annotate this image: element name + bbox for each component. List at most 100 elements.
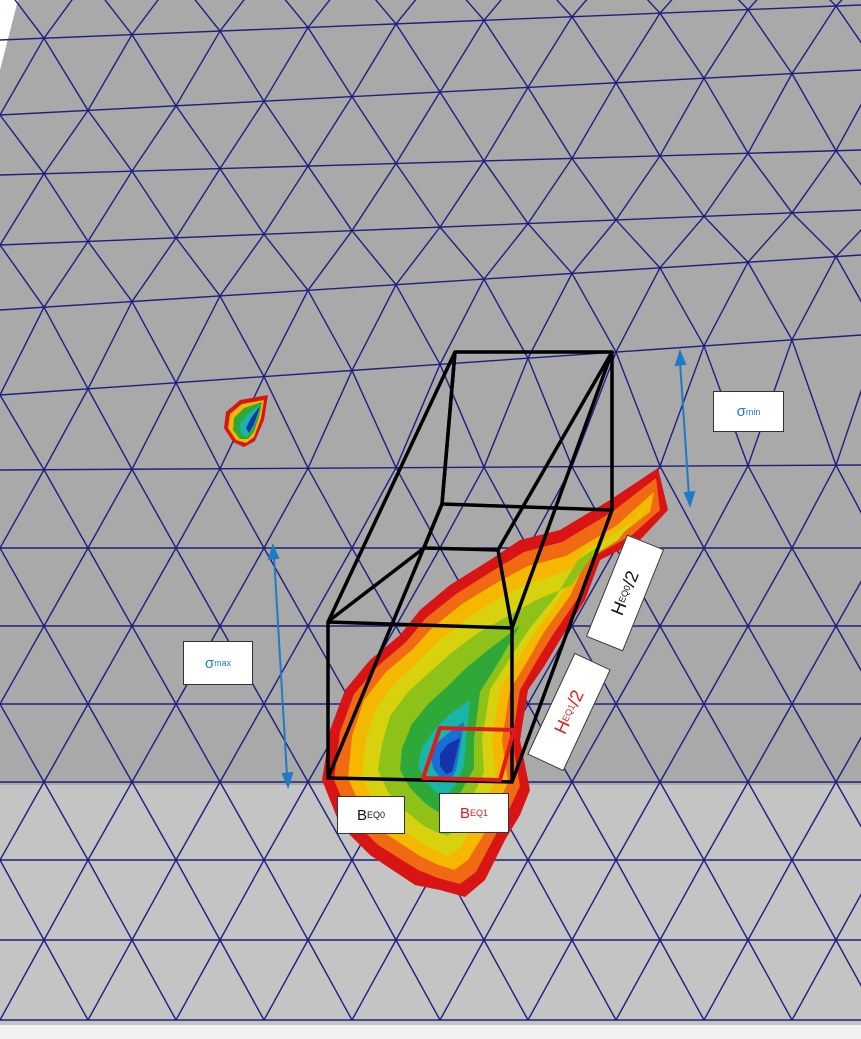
mesh-diagonal-line <box>219 295 265 377</box>
box-inner-mid <box>423 546 499 552</box>
mesh-diagonal-line <box>747 0 758 11</box>
mesh-diagonal-line <box>571 0 588 18</box>
mesh-diagonal-line <box>0 781 45 861</box>
mesh-diagonal-line <box>835 939 861 987</box>
mesh-diagonal-line <box>659 215 705 269</box>
mesh-diagonal-line <box>87 625 133 705</box>
mesh-diagonal-line <box>351 939 397 1021</box>
mesh-diagonal-line <box>835 580 861 627</box>
sigma-max-subscript: max <box>214 658 232 668</box>
mesh-diagonal-line <box>131 703 177 783</box>
mesh-diagonal-line <box>351 96 397 164</box>
mesh-diagonal-line <box>659 267 705 347</box>
mesh-diagonal-line <box>43 173 89 242</box>
mesh-diagonal-line <box>0 469 45 549</box>
mesh-diagonal-line <box>703 465 749 549</box>
mesh-diagonal-line <box>263 27 309 102</box>
mesh-diagonal-line <box>219 168 265 235</box>
mesh-diagonal-line <box>219 100 265 169</box>
equivalent-box-eq1 <box>421 726 516 782</box>
mesh-diagonal-line <box>307 0 331 28</box>
mesh-diagonal-line <box>43 859 89 941</box>
mesh-diagonal-line <box>0 859 45 941</box>
mesh-diagonal-line <box>175 168 221 239</box>
mesh-diagonal-line <box>87 939 133 1021</box>
mesh-diagonal-line <box>175 237 221 297</box>
mesh-diagonal-line <box>835 464 861 514</box>
mesh-diagonal-line <box>659 781 705 861</box>
contour-band-darkblue <box>440 738 460 774</box>
mesh-diagonal-line <box>263 547 309 627</box>
mesh-diagonal-line <box>43 37 89 111</box>
mesh-diagonal-line <box>483 357 529 468</box>
mesh-diagonal-line <box>703 625 749 705</box>
mesh-diagonal-line <box>615 219 661 269</box>
mesh-diagonal-line <box>284 0 309 28</box>
sigma-min-subscript: min <box>745 406 761 417</box>
equivalent-box-eq0 <box>326 350 614 784</box>
mesh-diagonal-line <box>571 273 617 353</box>
mesh-diagonal-line <box>219 30 265 102</box>
mesh-diagonal-line <box>43 703 89 783</box>
mesh-diagonal-line <box>659 465 705 549</box>
mesh-diagonal-line <box>43 0 73 39</box>
mesh-diagonal-line <box>747 73 793 154</box>
mesh-diagonal-line <box>615 859 661 941</box>
mesh-diagonal-line <box>615 155 661 221</box>
mesh-diagonal-line <box>87 468 133 549</box>
mesh-diagonal-line <box>835 5 861 44</box>
mesh-diagonal-line <box>791 547 837 627</box>
mesh-diagonal-line <box>351 370 397 468</box>
box-edge-tr <box>510 351 614 629</box>
mesh-diagonal-line <box>571 781 617 861</box>
b-eq1-symbol: B <box>459 804 470 822</box>
mesh-diagonal-line <box>527 87 573 159</box>
mesh-diagonal-line <box>43 388 89 471</box>
b-eq0-symbol: B <box>356 806 367 824</box>
mesh-diagonal-line <box>791 5 837 74</box>
mesh-diagonal-line <box>175 468 221 549</box>
mesh-diagonal-line <box>659 547 705 627</box>
mesh-diagonal-line <box>791 339 837 466</box>
mesh-diagonal-line <box>483 939 529 1021</box>
mesh-diagonal-line <box>395 547 441 627</box>
mesh-diagonal-line <box>263 467 309 549</box>
mesh-diagonal-line <box>263 625 309 705</box>
mesh-diagonal-line <box>747 547 793 627</box>
mesh-diagonal-line <box>791 256 837 341</box>
mesh-diagonal-line <box>615 82 661 157</box>
mesh-row-line <box>0 464 861 471</box>
mesh-diagonal-line <box>219 781 265 861</box>
mesh-diagonal-line <box>131 301 177 384</box>
mesh-diagonal-line <box>615 351 661 467</box>
mesh-diagonal-line <box>571 16 617 84</box>
mesh-diagonal-line <box>747 703 793 783</box>
top-left-white-corner <box>0 0 18 70</box>
mesh-diagonal-line <box>14 0 45 39</box>
mesh-diagonal-line <box>43 547 89 627</box>
mesh-diagonal-line <box>615 781 661 861</box>
mesh-diagonal-line <box>483 87 529 162</box>
mesh-diagonal-line <box>131 625 177 705</box>
mesh-diagonal-line <box>87 241 133 302</box>
mesh-diagonal-line <box>87 388 133 470</box>
mesh-diagonal-line <box>703 215 749 263</box>
mesh-diagonal-line <box>219 233 265 297</box>
sigma-max-arrow <box>267 543 294 789</box>
mesh-diagonal-line <box>175 30 221 107</box>
sigma-min-symbol: σ <box>736 403 746 420</box>
mesh-diagonal-line <box>131 34 177 107</box>
mesh-diagonal-line <box>527 273 573 359</box>
mesh-diagonal-line <box>219 859 265 941</box>
mesh-diagonal-line <box>263 290 309 377</box>
mesh-diagonal-line <box>659 77 705 157</box>
mesh-diagonal-line <box>835 229 861 258</box>
mesh-diagonal-line <box>439 939 485 1021</box>
mesh-diagonal-line <box>307 939 353 1021</box>
mesh-diagonal-line <box>131 237 177 302</box>
mesh-diagonal-line <box>527 357 573 467</box>
mesh-diagonal-line <box>43 625 89 705</box>
